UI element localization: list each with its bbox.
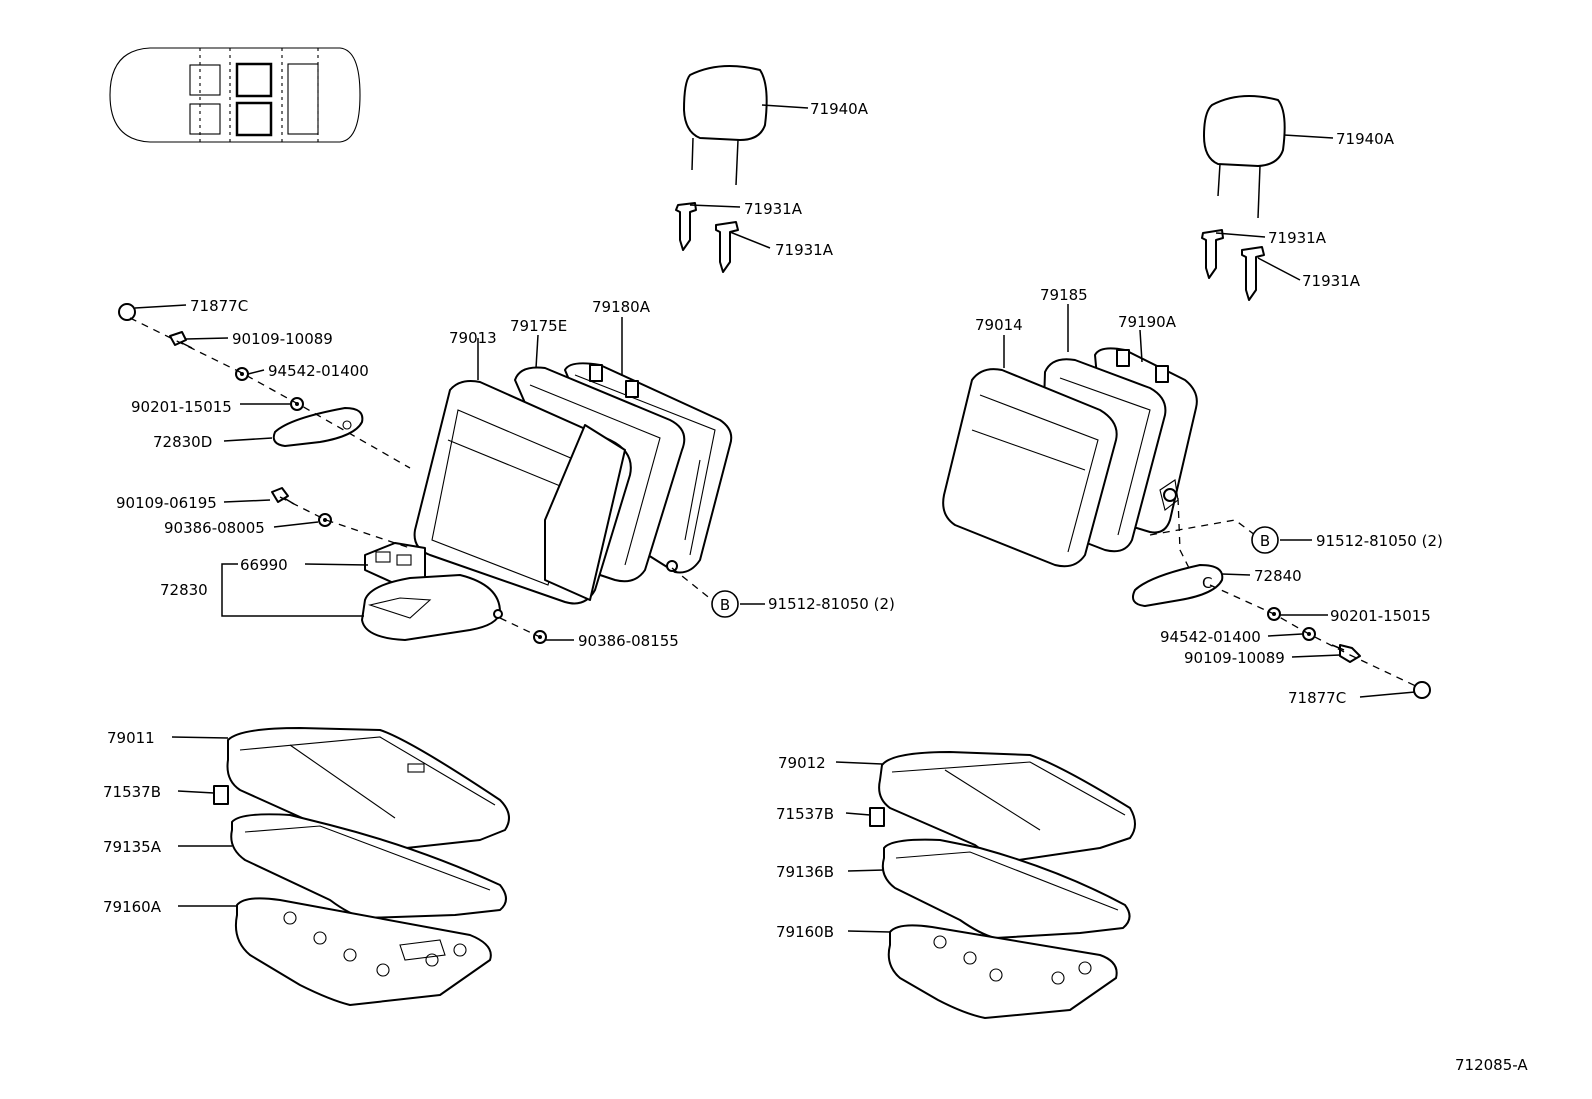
label-left-headrest-support-lower: 71931A <box>775 241 834 259</box>
label-left-cushion-pad: 79135A <box>103 838 162 856</box>
left-headrest-supports <box>675 202 739 273</box>
label-left-bolt-upper: 90109-10089 <box>232 330 333 348</box>
label-right-cushion-pad: 79136B <box>776 863 834 881</box>
label-right-washer-upper: 94542-01400 <box>1160 628 1261 646</box>
label-right-cushion-cover: 79012 <box>778 754 826 772</box>
ref-marker-left: B <box>711 590 739 618</box>
ref-marker-right-label: B <box>1260 532 1270 550</box>
label-left-back-cover: 79013 <box>449 329 497 347</box>
seat-location-key <box>109 47 361 143</box>
left-clip-71537B <box>213 785 229 805</box>
right-fasteners <box>1267 607 1431 699</box>
ref-marker-left-label: B <box>720 596 730 614</box>
label-right-headrest-support-upper: 71931A <box>1268 229 1327 247</box>
label-right-washer-small: 90201-15015 <box>1330 607 1431 625</box>
label-left-washer-upper: 94542-01400 <box>268 362 369 380</box>
right-seat-cushion-frame <box>887 924 1118 1019</box>
label-right-cushion-frame: 79160B <box>776 923 834 941</box>
label-right-screw-cap: 71877C <box>1288 689 1346 707</box>
label-left-back-frame: 79180A <box>592 298 651 316</box>
label-right-back-pad: 79185 <box>1040 286 1088 304</box>
left-headrest <box>683 65 768 186</box>
left-armrest-assy <box>361 574 501 641</box>
part-labels: 71940A 71931A 71931A 71877C 90109-10089 … <box>103 100 1528 1074</box>
label-left-armrest-assy: 72830 <box>160 581 208 599</box>
label-left-cup-holder: 66990 <box>240 556 288 574</box>
label-left-cushion-frame: 79160A <box>103 898 162 916</box>
label-right-back-frame: 79190A <box>1118 313 1177 331</box>
ref-marker-right: B <box>1251 526 1279 554</box>
left-assembly-lines <box>129 317 713 638</box>
left-armrest-72830D <box>272 407 364 447</box>
left-seat-cushion-frame <box>234 897 492 1006</box>
right-seat-cushion-cover <box>878 751 1136 863</box>
right-seat-back-cover <box>942 368 1118 568</box>
right-headrest-supports <box>1201 229 1265 301</box>
diagram-id: 712085-A <box>1455 1056 1528 1074</box>
left-seat-cushion-pad <box>230 813 507 919</box>
label-right-ref-b-bolt: 91512-81050 (2) <box>1316 532 1443 550</box>
label-right-armrest: 72840 <box>1254 567 1302 585</box>
label-left-headrest-support-upper: 71931A <box>744 200 803 218</box>
right-clip-71537B <box>869 807 885 827</box>
label-left-back-pad: 79175E <box>510 317 567 335</box>
right-armrest-72840 <box>1132 564 1224 607</box>
label-right-clip: 71537B <box>776 805 834 823</box>
label-right-back-cover: 79014 <box>975 316 1023 334</box>
label-right-headrest-support-lower: 71931A <box>1302 272 1361 290</box>
left-seat-back-cover <box>413 380 632 605</box>
label-left-washer-small: 90201-15015 <box>131 398 232 416</box>
label-left-armrest: 72830D <box>153 433 212 451</box>
svg-text:C: C <box>1202 574 1212 592</box>
right-headrest <box>1203 95 1286 219</box>
label-left-bolt-lower: 90109-06195 <box>116 494 217 512</box>
armrest-c-mark: C <box>1202 574 1212 592</box>
label-left-screw-cap: 71877C <box>190 297 248 315</box>
right-seat-cushion-pad <box>881 838 1131 939</box>
label-left-clip: 71537B <box>103 783 161 801</box>
left-seat-cushion-cover <box>226 727 510 853</box>
right-assembly-lines <box>1149 497 1421 689</box>
label-left-headrest: 71940A <box>810 100 869 118</box>
label-left-nut-lower: 90386-08005 <box>164 519 265 537</box>
label-left-ref-b-bolt: 91512-81050 (2) <box>768 595 895 613</box>
label-left-cushion-cover: 79011 <box>107 729 155 747</box>
label-right-headrest: 71940A <box>1336 130 1395 148</box>
leader-lines <box>134 104 1416 933</box>
label-right-bolt-upper: 90109-10089 <box>1184 649 1285 667</box>
label-left-bushing: 90386-08155 <box>578 632 679 650</box>
